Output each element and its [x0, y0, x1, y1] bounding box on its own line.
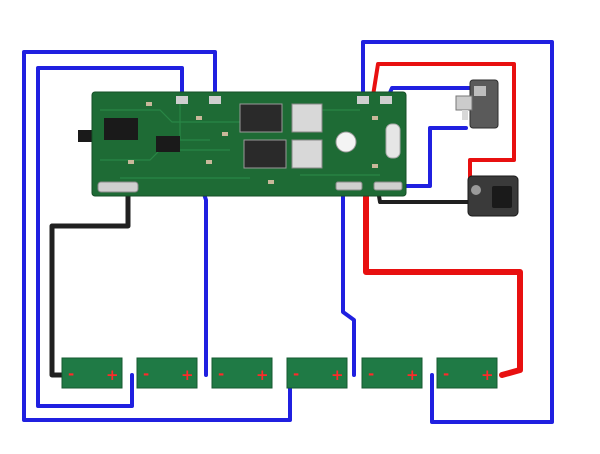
ic-chip-left [104, 118, 138, 140]
cell-plus-label: + [406, 366, 419, 384]
battery-cell-body [286, 357, 348, 389]
cell-plus-label: + [181, 366, 194, 384]
cell-minus-label: - [293, 365, 299, 383]
cell-minus-label: - [143, 365, 149, 383]
cell-minus-label: - [443, 365, 449, 383]
battery-cell: -+ [211, 357, 273, 389]
wire-blue-outer-left [22, 50, 292, 422]
battery-cell-body [361, 357, 423, 389]
battery-cell-body [136, 357, 198, 389]
battery-cell: -+ [361, 357, 423, 389]
cell-plus-label: + [106, 366, 119, 384]
cell-minus-label: - [68, 365, 74, 383]
dc-jack [467, 175, 519, 217]
battery-cell: -+ [286, 357, 348, 389]
pcb-board [78, 91, 407, 197]
battery-cell-body [61, 357, 123, 389]
battery-cell-body [211, 357, 273, 389]
battery-cell: -+ [61, 357, 123, 389]
micro-switch [455, 79, 499, 129]
cell-plus-label: + [481, 366, 494, 384]
wire-black-left [49, 185, 131, 378]
wire-blue-mid-2 [341, 186, 356, 377]
wire-blue-inner-left [36, 66, 184, 408]
battery-cells: -+-+-+-+-+-+ [61, 357, 498, 389]
wire-red-jack-loop [370, 62, 516, 190]
cell-minus-label: - [368, 365, 374, 383]
battery-cell: -+ [436, 357, 498, 389]
battery-cell: -+ [136, 357, 198, 389]
cell-minus-label: - [218, 365, 224, 383]
ic-chip-mid [156, 136, 180, 152]
wire-blue-mid-1 [200, 186, 208, 377]
cell-plus-label: + [256, 366, 269, 384]
cell-plus-label: + [331, 366, 344, 384]
wire-blue-outer-right [361, 40, 554, 424]
battery-cell-body [436, 357, 498, 389]
mounting-hole [335, 131, 357, 153]
